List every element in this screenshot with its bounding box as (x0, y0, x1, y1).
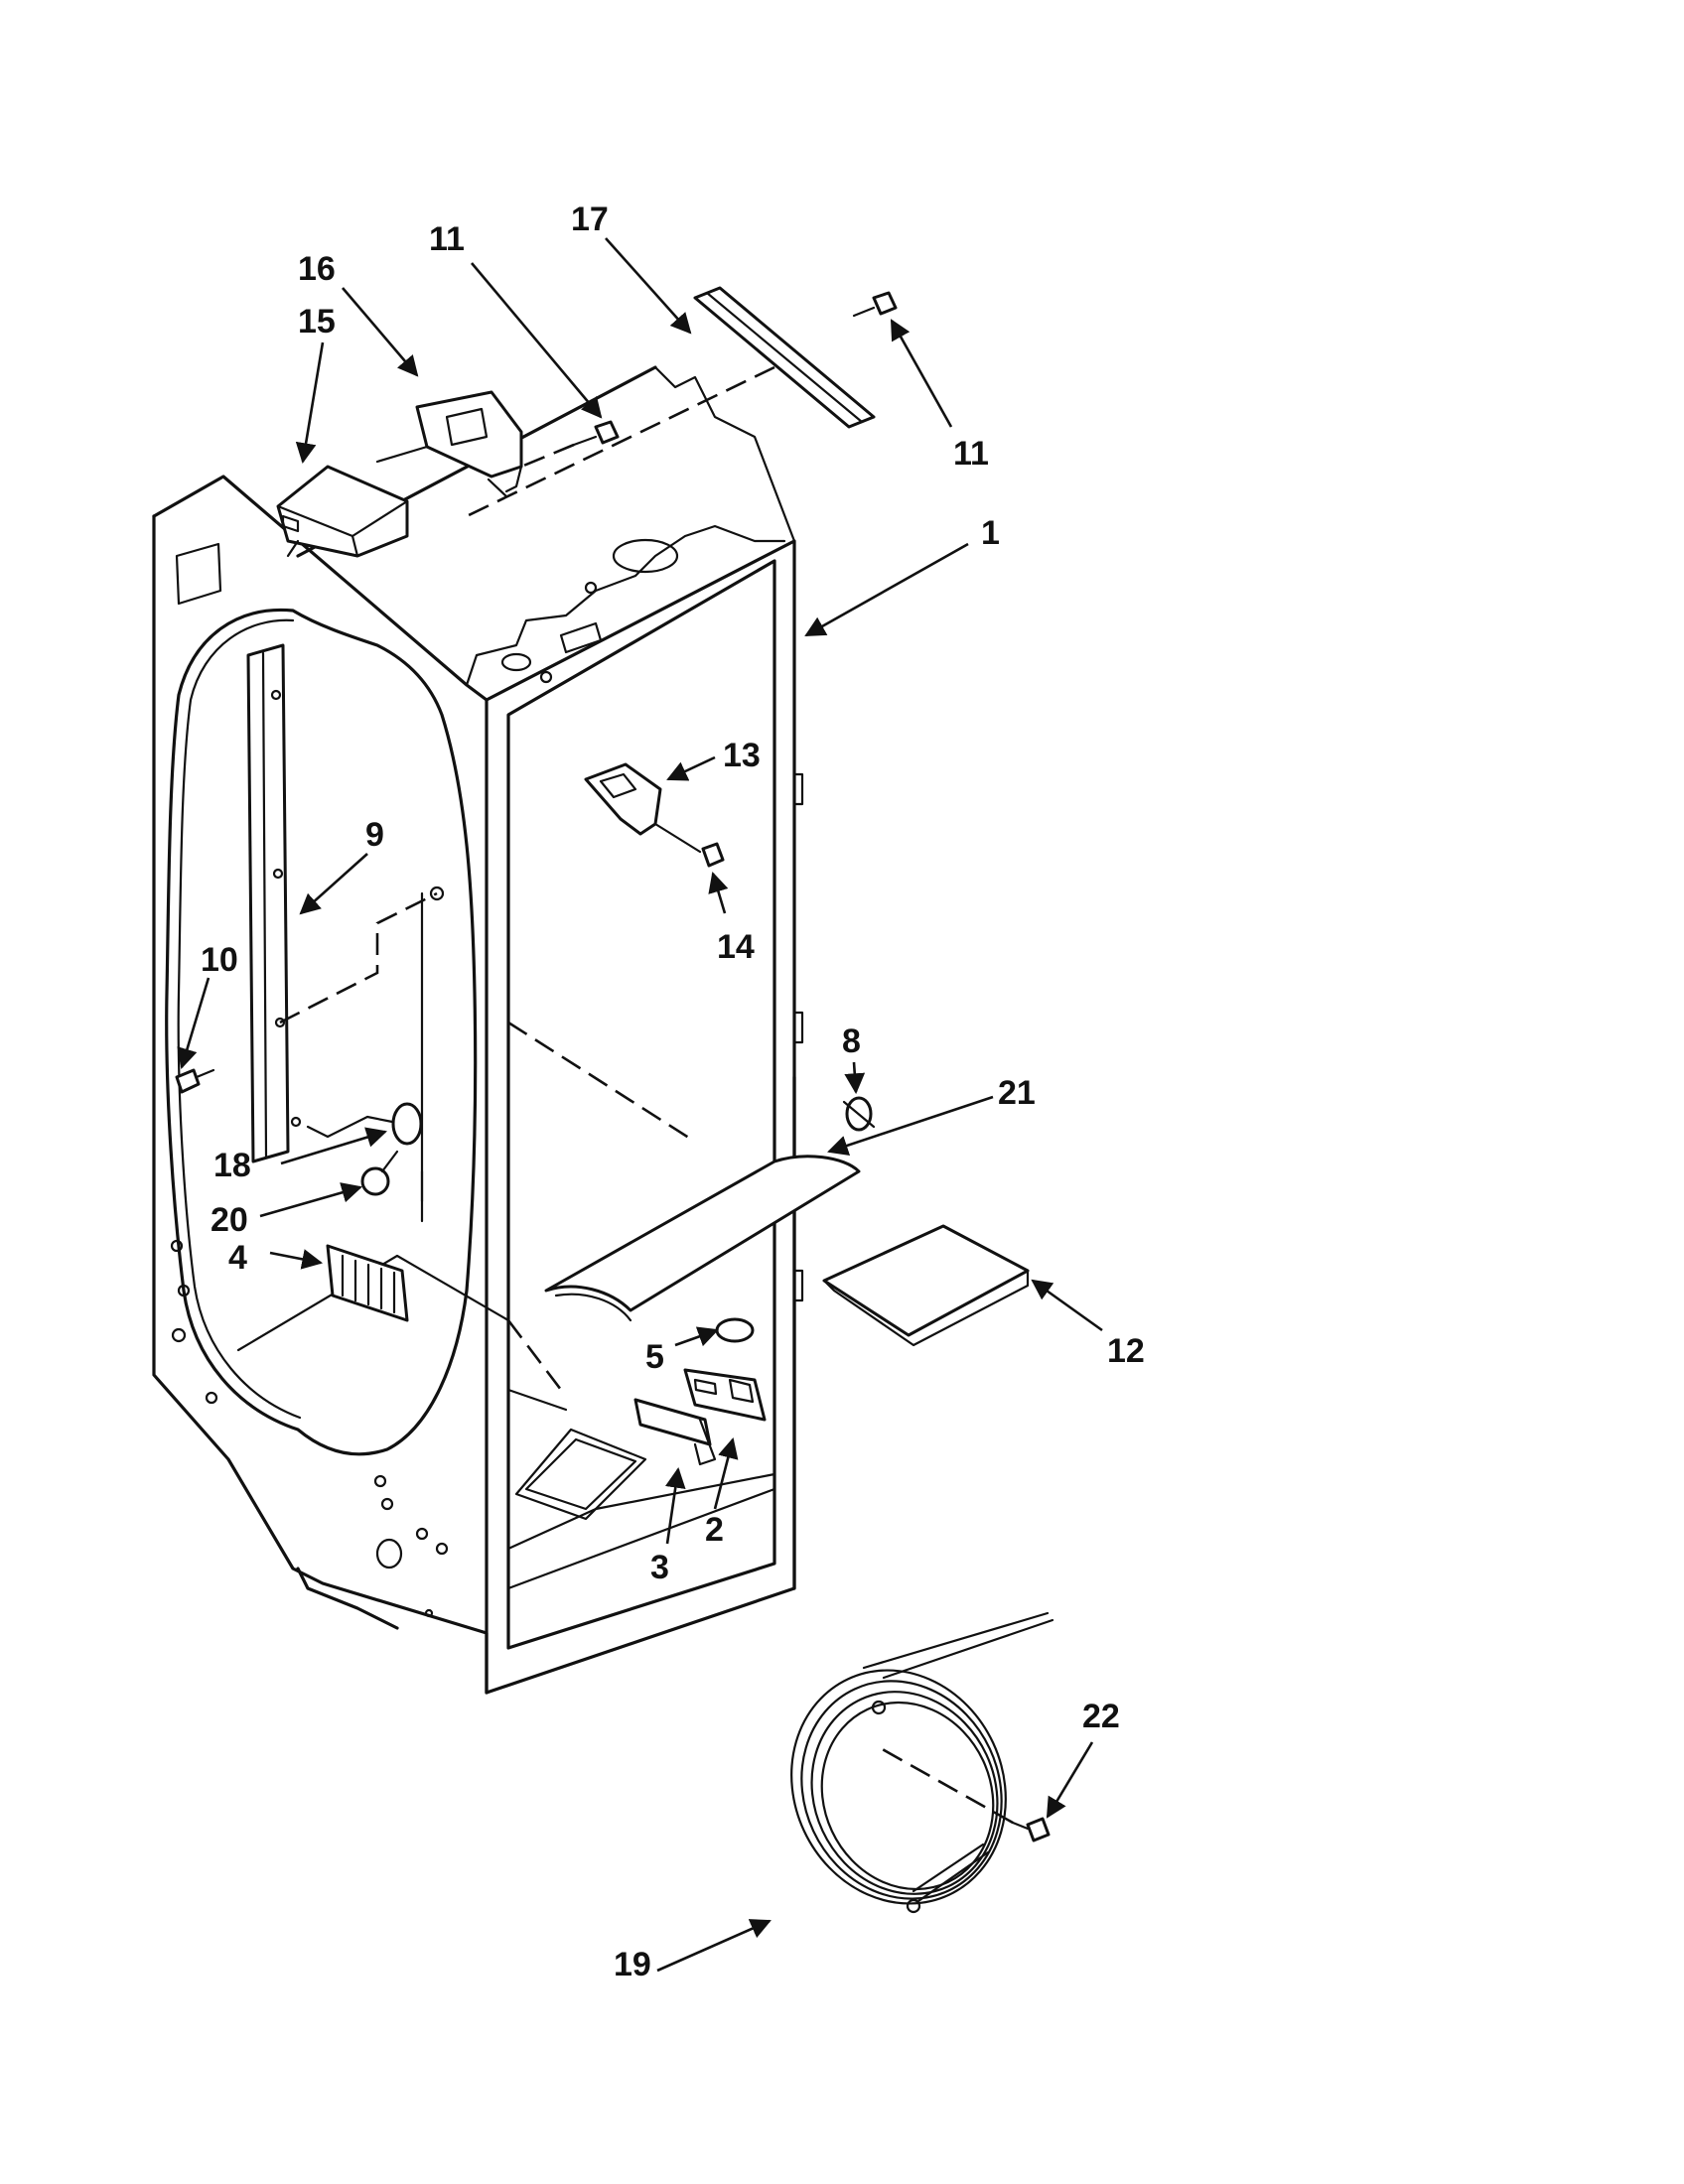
callout-18: 18 (213, 1147, 251, 1184)
callout-8: 8 (842, 1023, 861, 1060)
part-13-bracket (584, 762, 662, 836)
part-10-screw (175, 1068, 215, 1094)
part-11-screw-right (852, 291, 898, 318)
part-2-plate (683, 1368, 767, 1422)
part-21-cover (544, 1155, 861, 1322)
callout-labels: 1 2 3 4 5 8 9 10 11 11 12 13 14 15 16 17… (201, 201, 1145, 1983)
callout-14: 14 (717, 928, 755, 966)
callout-17: 17 (571, 201, 609, 238)
part-5-grommet (715, 1317, 755, 1343)
callout-1: 1 (981, 514, 1000, 552)
part-9-rail (246, 643, 445, 1163)
part-12-pan (822, 1224, 1030, 1347)
callout-10: 10 (201, 941, 238, 979)
part-14-screw (653, 822, 725, 868)
callout-15: 15 (298, 303, 336, 341)
callout-2: 2 (705, 1511, 724, 1549)
callout-9: 9 (365, 816, 384, 854)
callout-16: 16 (298, 250, 336, 288)
callout-11-right: 11 (953, 435, 989, 473)
callout-11-top: 11 (429, 220, 465, 258)
callout-3: 3 (650, 1549, 669, 1586)
part-16-bracket (375, 390, 523, 498)
part-3-plate (633, 1398, 717, 1466)
part-4-vent-grille (326, 1244, 409, 1322)
callout-13: 13 (723, 737, 761, 774)
part-11-screw-top (520, 420, 620, 469)
callout-21: 21 (998, 1074, 1036, 1112)
callout-12: 12 (1107, 1332, 1145, 1370)
callout-leaders (177, 237, 1103, 1973)
part-19-tubing-coil (790, 1611, 1054, 1914)
part-22-screw (878, 1745, 1051, 1843)
part-20-light-bulb (360, 1150, 399, 1196)
callout-20: 20 (210, 1201, 248, 1239)
callout-22: 22 (1082, 1698, 1120, 1735)
callout-5: 5 (645, 1338, 664, 1376)
part-17-track (466, 286, 876, 518)
callout-19: 19 (614, 1946, 651, 1983)
part-8-fastener (842, 1096, 876, 1132)
callout-4: 4 (228, 1239, 247, 1277)
part-18-light-socket (290, 1102, 423, 1146)
cabinet-liner (152, 365, 804, 1695)
part-15-control-housing (276, 465, 409, 558)
